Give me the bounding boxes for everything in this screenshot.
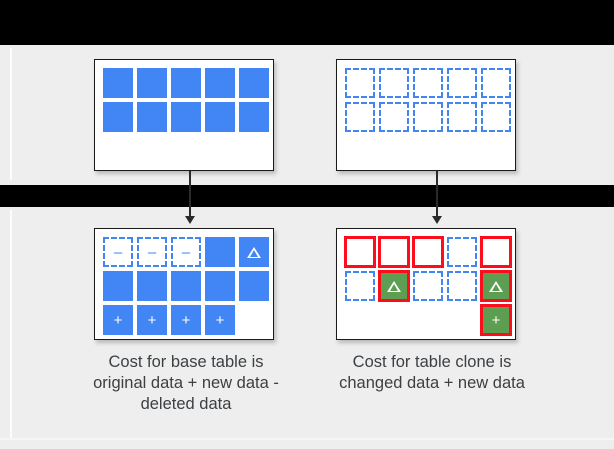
table-cell-solid[interactable]: + — [103, 305, 133, 335]
table-row — [345, 270, 515, 305]
table-cell-dashed[interactable]: – — [137, 237, 167, 267]
table-cell-dashed[interactable] — [447, 271, 477, 301]
table-cell-solid[interactable] — [103, 102, 133, 132]
table-cell-green[interactable]: + — [480, 304, 512, 336]
left-down-arrow-icon — [184, 171, 196, 225]
table-cell-solid[interactable] — [239, 271, 269, 301]
table-cell-empty[interactable] — [379, 305, 409, 335]
plus-icon: + — [215, 311, 225, 329]
table-cell-solid[interactable] — [137, 68, 167, 98]
plus-icon: + — [147, 311, 157, 329]
table-cell-dashed[interactable] — [447, 68, 477, 98]
table-cell-solid[interactable] — [171, 68, 201, 98]
plus-icon: + — [181, 311, 191, 329]
table-cell-dashed[interactable] — [413, 102, 443, 132]
table-cell-solid[interactable] — [103, 68, 133, 98]
table-row: + — [345, 304, 515, 339]
table-cell-empty[interactable] — [239, 305, 269, 335]
table-cell-dashed[interactable] — [481, 102, 511, 132]
left-margin-guide-lower — [10, 210, 12, 438]
table-cell-dashed[interactable] — [345, 102, 375, 132]
minus-icon: – — [147, 243, 157, 261]
base-table-after-grid: – – – + + + + — [103, 237, 273, 339]
table-cell-solid[interactable] — [205, 68, 235, 98]
base-table-caption: Cost for base table is original data + n… — [93, 353, 279, 413]
triangle-icon — [387, 280, 401, 292]
clone-table-after-grid: + — [344, 236, 515, 339]
clone-table-after-card[interactable]: + — [336, 228, 516, 340]
table-row — [345, 102, 515, 136]
triangle-icon — [247, 246, 261, 258]
table-cell-dashed[interactable] — [379, 68, 409, 98]
table-cell-dashed[interactable] — [481, 68, 511, 98]
table-cell-solid[interactable]: + — [137, 305, 167, 335]
table-cell-dashed[interactable] — [413, 68, 443, 98]
table-cell-dashed[interactable] — [344, 236, 376, 268]
table-row: ––– — [103, 237, 273, 271]
left-margin-guide-upper — [10, 48, 12, 180]
table-cell-solid[interactable] — [205, 237, 235, 267]
table-cell-solid[interactable] — [171, 271, 201, 301]
table-cell-solid[interactable]: + — [171, 305, 201, 335]
table-cell-dashed[interactable] — [412, 236, 444, 268]
top-letterbox-bar — [0, 0, 614, 45]
table-cell-dashed[interactable] — [345, 271, 375, 301]
bottom-margin-guide — [0, 438, 614, 440]
table-cell-solid[interactable] — [239, 102, 269, 132]
table-cell-empty[interactable] — [413, 305, 443, 335]
table-cell-green[interactable] — [480, 270, 512, 302]
table-cell-empty[interactable] — [345, 305, 375, 335]
table-cell-dashed[interactable]: – — [171, 237, 201, 267]
upper-background-band — [0, 45, 614, 185]
table-cell-dashed[interactable]: – — [103, 237, 133, 267]
right-down-arrow-icon — [431, 171, 443, 225]
table-cell-dashed[interactable] — [480, 236, 512, 268]
middle-letterbox-bar — [0, 185, 614, 207]
table-cell-dashed[interactable] — [345, 68, 375, 98]
base-table-before-card[interactable] — [94, 59, 274, 171]
table-row: + + + + — [103, 305, 273, 339]
table-cell-dashed[interactable] — [413, 271, 443, 301]
table-cell-dashed[interactable] — [447, 102, 477, 132]
table-cell-solid[interactable] — [205, 102, 235, 132]
table-cell-dashed[interactable] — [379, 102, 409, 132]
table-cell-solid[interactable] — [239, 237, 269, 267]
table-cell-solid[interactable]: + — [205, 305, 235, 335]
table-cell-dashed[interactable] — [447, 237, 477, 267]
base-table-after-card[interactable]: – – – + + + + — [94, 228, 274, 340]
plus-icon: + — [113, 311, 123, 329]
table-cell-solid[interactable] — [137, 271, 167, 301]
table-cell-solid[interactable] — [239, 68, 269, 98]
table-row — [345, 68, 515, 102]
table-row — [344, 236, 515, 271]
table-cell-green[interactable] — [378, 270, 410, 302]
table-row — [103, 102, 273, 136]
table-cell-solid[interactable] — [137, 102, 167, 132]
minus-icon: – — [181, 243, 191, 261]
clone-table-caption: Cost for table clone is changed data + n… — [339, 353, 525, 392]
base-table-before-grid — [103, 68, 273, 136]
minus-icon: – — [113, 243, 123, 261]
table-cell-solid[interactable] — [171, 102, 201, 132]
table-cell-dashed[interactable] — [378, 236, 410, 268]
plus-icon: + — [491, 311, 501, 329]
table-cell-empty[interactable] — [447, 305, 477, 335]
table-row — [103, 271, 273, 305]
table-row — [103, 68, 273, 102]
clone-table-before-grid — [345, 68, 515, 136]
clone-table-before-card[interactable] — [336, 59, 516, 171]
table-cell-solid[interactable] — [205, 271, 235, 301]
triangle-icon — [489, 280, 503, 292]
table-cell-solid[interactable] — [103, 271, 133, 301]
